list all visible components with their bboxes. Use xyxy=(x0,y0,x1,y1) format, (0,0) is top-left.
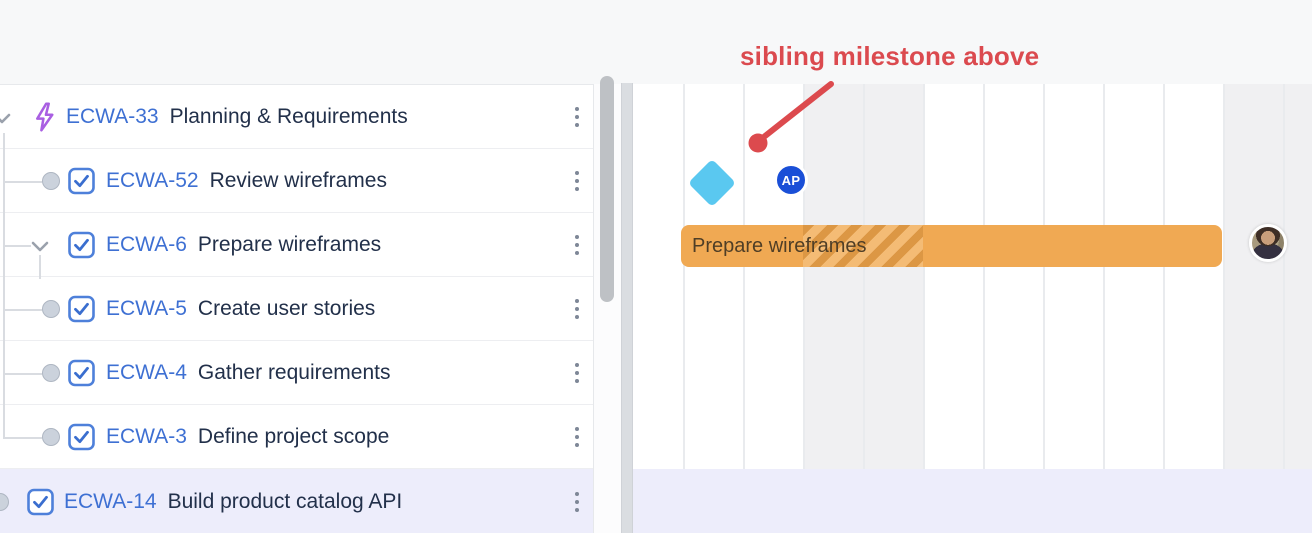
row-menu-button[interactable] xyxy=(567,164,587,198)
issue-key[interactable]: ECWA-5 xyxy=(106,296,187,320)
day-gridline xyxy=(1163,84,1165,469)
day-gridline xyxy=(803,84,805,469)
day-gridline xyxy=(1283,84,1285,469)
issue-row-ecwa-6[interactable]: ECWA-6 Prepare wireframes xyxy=(0,213,593,277)
day-gridline xyxy=(683,84,685,469)
row-menu-button[interactable] xyxy=(567,292,587,326)
annotation-label: sibling milestone above xyxy=(740,41,1040,71)
issue-summary: Planning & Requirements xyxy=(169,104,408,128)
tree-node-circle xyxy=(42,363,60,382)
checkbox-checked-icon[interactable] xyxy=(68,167,95,194)
non-working-days-hatch xyxy=(803,225,923,267)
row-menu-button[interactable] xyxy=(567,100,587,134)
day-gridline xyxy=(1103,84,1105,469)
issue-key[interactable]: ECWA-33 xyxy=(66,104,159,128)
issue-row-ecwa-5[interactable]: ECWA-5 Create user stories xyxy=(0,277,593,341)
checkbox-checked-icon[interactable] xyxy=(68,231,95,258)
day-gridline xyxy=(743,84,745,469)
row-menu-button[interactable] xyxy=(567,228,587,262)
vertical-scrollbar-thumb[interactable] xyxy=(600,76,614,302)
issue-row-ecwa-52[interactable]: ECWA-52 Review wireframes xyxy=(0,149,593,213)
assignee-initials: AP xyxy=(781,172,801,188)
issue-key[interactable]: ECWA-4 xyxy=(106,360,187,384)
tree-node-circle xyxy=(42,299,60,318)
row-menu-button[interactable] xyxy=(567,485,587,519)
selected-row-highlight xyxy=(633,469,1312,533)
issue-summary: Build product catalog API xyxy=(167,489,403,513)
issue-summary: Gather requirements xyxy=(197,360,391,384)
issue-summary: Review wireframes xyxy=(209,168,387,192)
issue-row-ecwa-33[interactable]: ECWA-33 Planning & Requirements xyxy=(0,85,593,149)
issue-list-panel: ECWA-33 Planning & Requirements ECWA-52 … xyxy=(0,84,594,533)
issue-summary: Create user stories xyxy=(197,296,376,320)
day-gridline xyxy=(863,84,865,469)
issue-row-ecwa-14[interactable]: ECWA-14 Build product catalog API xyxy=(0,469,593,533)
timeline-header-band xyxy=(0,0,1312,84)
timeline-canvas: AP Prepare wireframes xyxy=(633,84,1312,533)
milestone-diamond[interactable] xyxy=(687,158,737,208)
checkbox-checked-icon[interactable] xyxy=(68,423,95,450)
chevron-down-icon[interactable] xyxy=(0,111,11,123)
day-gridline xyxy=(923,84,925,469)
issue-key[interactable]: ECWA-6 xyxy=(106,232,187,256)
tree-node-circle xyxy=(42,427,60,446)
row-menu-button[interactable] xyxy=(567,420,587,454)
checkbox-checked-icon[interactable] xyxy=(68,295,95,322)
tree-node-circle xyxy=(0,492,9,511)
issue-row-ecwa-3[interactable]: ECWA-3 Define project scope xyxy=(0,405,593,469)
chevron-down-icon[interactable] xyxy=(31,239,49,251)
issue-key[interactable]: ECWA-52 xyxy=(106,168,199,192)
weekend-shade xyxy=(1223,84,1312,469)
checkbox-checked-icon[interactable] xyxy=(68,359,95,386)
panel-split-divider[interactable] xyxy=(621,83,633,533)
issue-summary: Prepare wireframes xyxy=(197,232,382,256)
issue-summary: Define project scope xyxy=(197,424,390,448)
issue-row-ecwa-4[interactable]: ECWA-4 Gather requirements xyxy=(0,341,593,405)
task-bar-label: Prepare wireframes xyxy=(692,235,867,257)
day-gridline xyxy=(1043,84,1045,469)
epic-icon xyxy=(31,101,58,132)
assignee-avatar[interactable] xyxy=(1249,224,1287,262)
issue-key[interactable]: ECWA-14 xyxy=(64,489,157,513)
row-menu-button[interactable] xyxy=(567,356,587,390)
day-gridline xyxy=(1223,84,1225,469)
task-bar-prepare-wireframes[interactable]: Prepare wireframes xyxy=(681,225,1222,267)
checkbox-checked-icon[interactable] xyxy=(27,488,54,515)
assignee-initials-badge[interactable]: AP xyxy=(774,163,808,197)
tree-node-circle xyxy=(42,171,60,190)
issue-key[interactable]: ECWA-3 xyxy=(106,424,187,448)
day-gridline xyxy=(983,84,985,469)
